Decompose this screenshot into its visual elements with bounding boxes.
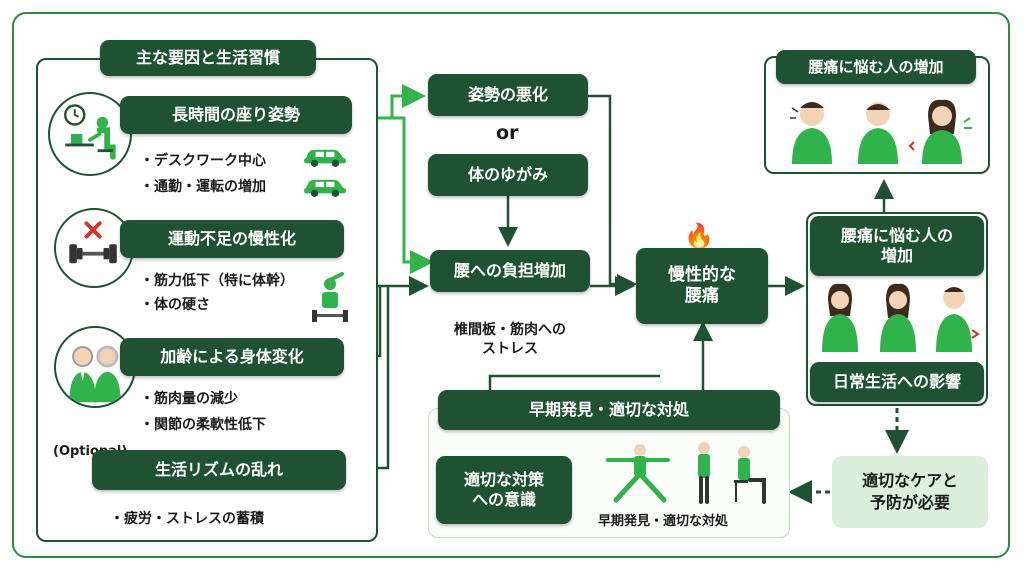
fire-icon: 🔥 (684, 222, 714, 250)
factor-sitting-label: 長時間の座り姿勢 (171, 105, 300, 124)
early-detection-title-box: 早期発見・適切な対処 (438, 390, 780, 430)
daily-life-impact-label: 日常生活への影響 (832, 372, 961, 391)
aging-bullet-2: ・関節の柔軟性低下 (140, 417, 266, 433)
factor-exercise: 運動不足の慢性化 (120, 220, 344, 258)
exercise-bullet-2: ・体の硬さ (140, 297, 210, 313)
impact-title-box: 腰痛に悩む人の 増加 (810, 216, 984, 276)
exercise-bullet-1: ・筋力低下（特に体幹） (140, 273, 294, 289)
distortion-label: 体のゆがみ (467, 165, 548, 184)
distortion-box: 体のゆがみ (428, 154, 588, 196)
or-label: or (496, 122, 519, 144)
daily-life-impact-box: 日常生活への影響 (810, 362, 984, 402)
impact-title-text: 腰痛に悩む人の 増加 (840, 226, 953, 265)
burden-note: 椎間板・筋肉への ストレス (430, 302, 590, 359)
early-detection-title: 早期発見・適切な対処 (528, 400, 689, 419)
factor-rhythm: 生活リズムの乱れ (92, 450, 346, 490)
chronic-pain-label: 慢性的な 腰痛 (668, 264, 736, 306)
aging-bullet-1: ・筋肉量の減少 (140, 391, 238, 407)
burden-label: 腰への負担増加 (453, 261, 566, 280)
awareness-label: 適切な対策 への意識 (463, 470, 544, 509)
stretching-people-icon (606, 442, 766, 504)
back-pain-people-icon (822, 283, 980, 352)
pain-increase-title: 腰痛に悩む人の増加 (776, 50, 976, 84)
factor-aging-label: 加齢による身体変化 (160, 347, 304, 366)
care-prevention-label: 適切なケアと 予防が必要 (862, 470, 958, 512)
factor-aging: 加齢による身体変化 (120, 338, 344, 376)
burden-box: 腰への負担増加 (430, 250, 590, 292)
factor-exercise-label: 運動不足の慢性化 (167, 229, 296, 248)
posture-label: 姿勢の悪化 (467, 85, 548, 104)
car-icon (304, 179, 346, 197)
weightlifter-icon (312, 272, 348, 322)
care-prevention-box: 適切なケアと 予防が必要 (832, 456, 988, 528)
factor-rhythm-label: 生活リズムの乱れ (154, 460, 283, 479)
chronic-pain-box: 慢性的な 腰痛 (636, 248, 768, 324)
sitting-bullet-1: ・デスクワーク中心 (140, 153, 266, 169)
posture-box: 姿勢の悪化 (428, 74, 588, 116)
sitting-illustration (48, 92, 132, 176)
car-icon (304, 149, 346, 167)
desk-worker-icon (64, 104, 116, 160)
pain-increase-title-text: 腰痛に悩む人の増加 (808, 57, 944, 76)
awareness-box: 適切な対策 への意識 (436, 456, 572, 524)
elderly-couple-icon (69, 345, 121, 403)
factor-sitting: 長時間の座り姿勢 (120, 96, 352, 134)
rhythm-bullet-1: ・疲労・ストレスの蓄積 (110, 511, 264, 527)
dumbbell-cross-icon (69, 221, 117, 264)
left-panel-title-text: 主な要因と生活習慣 (135, 48, 280, 67)
people-in-pain-icon (790, 99, 972, 164)
burden-note-text: 椎間板・筋肉への ストレス (454, 321, 566, 357)
early-detection-caption: 早期発見・適切な対処 (598, 514, 729, 529)
sitting-bullet-2: ・通勤・運転の増加 (140, 179, 266, 195)
left-panel-title: 主な要因と生活習慣 (100, 40, 316, 76)
